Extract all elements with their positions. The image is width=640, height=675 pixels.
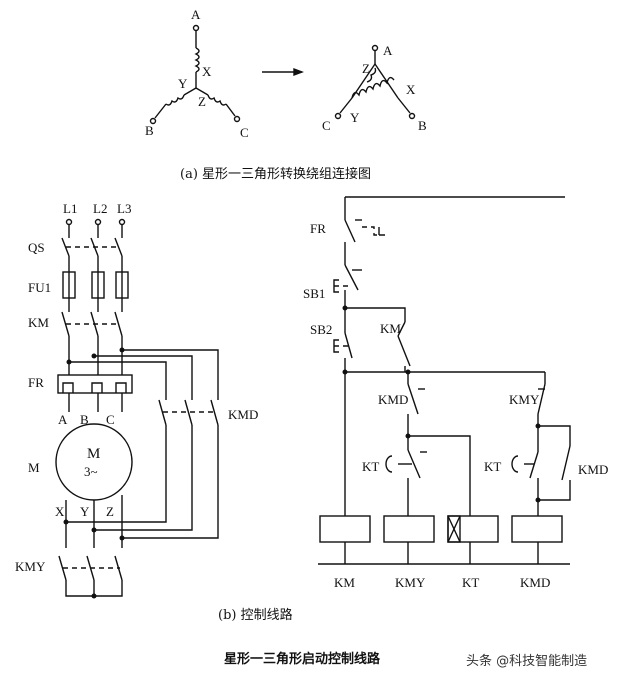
- label-kmd-right: KMD: [578, 462, 608, 477]
- coil-kt: [447, 515, 499, 543]
- delta-label-x: X: [406, 82, 416, 97]
- delta-label-a: A: [383, 43, 393, 58]
- terminal-c: C: [106, 412, 115, 427]
- label-qs: QS: [28, 240, 45, 255]
- motor-symbol: [55, 423, 133, 501]
- label-fr: FR: [28, 375, 44, 390]
- label-kt-right: KT: [484, 459, 501, 474]
- delta-label-b: B: [418, 118, 427, 133]
- delta-label-z: Z: [362, 61, 370, 76]
- label-kmy-contact: KMY: [509, 392, 540, 407]
- label-fu1: FU1: [28, 280, 51, 295]
- label-sb1: SB1: [303, 286, 325, 301]
- coil-kmd: [511, 515, 563, 543]
- terminal-b: B: [80, 412, 89, 427]
- star-winding: A X Y Z B C: [145, 7, 249, 140]
- terminal-a: A: [58, 412, 68, 427]
- phase-label-l3: L3: [117, 201, 131, 216]
- coil-label-kt: KT: [462, 575, 479, 590]
- label-kmy: KMY: [15, 559, 46, 574]
- coil-label-km: KM: [334, 575, 355, 590]
- star-label-c: C: [240, 125, 249, 140]
- conversion-arrow: [262, 67, 304, 77]
- motor-spec: 3~: [84, 464, 98, 479]
- motor-name: M: [87, 446, 100, 462]
- phase-label-l2: L2: [93, 201, 107, 216]
- label-km: KM: [28, 315, 49, 330]
- control-circuit: FR SB1 SB2 KM KMD: [303, 196, 608, 590]
- star-label-a: A: [191, 7, 201, 22]
- coil-label-kmy: KMY: [395, 575, 426, 590]
- label-kmd-main: KMD: [228, 407, 258, 422]
- terminal-x: X: [55, 504, 65, 519]
- delta-label-y: Y: [350, 110, 360, 125]
- label-km-contact: KM: [380, 321, 401, 336]
- delta-label-c: C: [322, 118, 331, 133]
- caption-b: (b) 控制线路: [218, 607, 293, 623]
- main-circuit: L1 L2 L3 QS FU1 KM: [15, 201, 258, 599]
- star-label-x: X: [202, 64, 212, 79]
- watermark: 头条 @科技智能制造: [466, 653, 587, 669]
- coil-label-kmd: KMD: [520, 575, 550, 590]
- terminal-y: Y: [80, 504, 90, 519]
- phase-label-l1: L1: [63, 201, 77, 216]
- label-kt-left: KT: [362, 459, 379, 474]
- caption-a: (a) 星形一三角形转换绕组连接图: [180, 166, 371, 182]
- delta-winding: A Z X C Y B: [322, 43, 427, 133]
- coil-kmy: [383, 515, 435, 543]
- star-label-b: B: [145, 123, 154, 138]
- terminal-z: Z: [106, 504, 114, 519]
- star-label-y: Y: [178, 76, 188, 91]
- figure-title: 星形一三角形启动控制线路: [224, 651, 381, 667]
- label-m: M: [28, 460, 40, 475]
- coil-km: [319, 515, 371, 543]
- star-label-z: Z: [198, 94, 206, 109]
- label-sb2: SB2: [310, 322, 332, 337]
- label-fr-contact: FR: [310, 221, 326, 236]
- label-kmd-contact: KMD: [378, 392, 408, 407]
